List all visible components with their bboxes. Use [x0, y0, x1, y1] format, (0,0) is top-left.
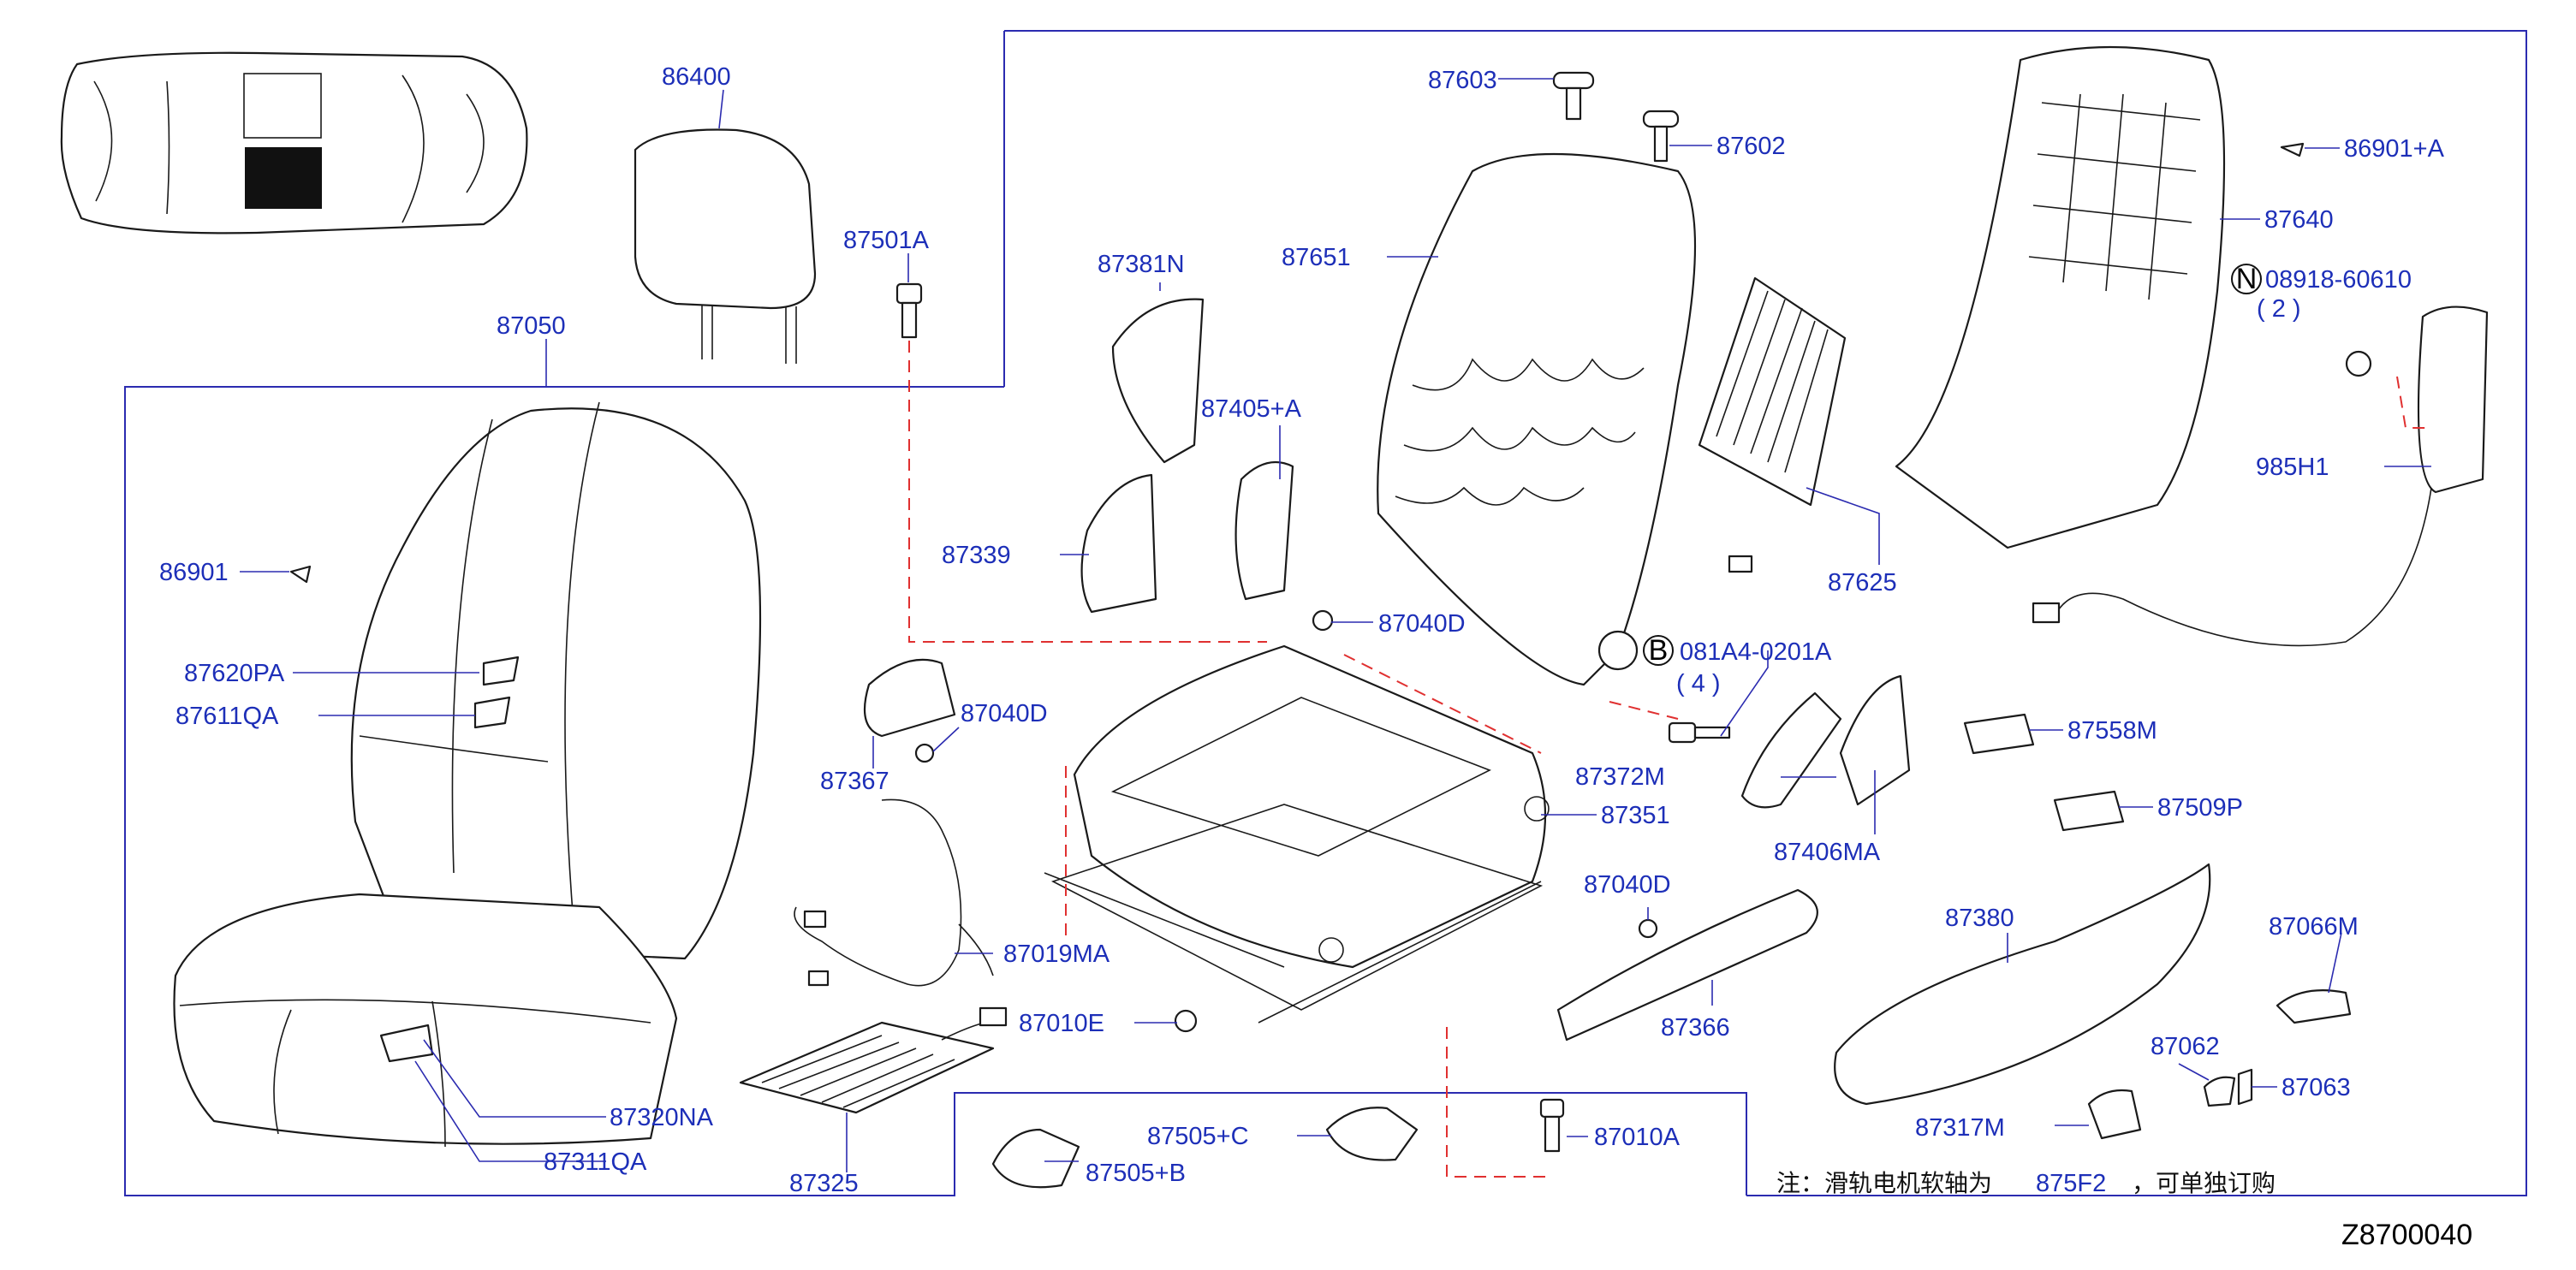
label-87381n: 87381N — [1098, 251, 1185, 278]
knob-87317m-icon — [2087, 1089, 2142, 1140]
leader-lines — [240, 78, 2431, 1172]
label-87320na: 87320NA — [610, 1104, 714, 1131]
label-87325: 87325 — [789, 1170, 859, 1197]
label-081a4-qty: ( 4 ) — [1676, 670, 1721, 697]
nut-87040d-b-icon — [1312, 609, 1334, 632]
label-87505b: 87505+B — [1086, 1160, 1186, 1187]
svg-text:N: N — [2236, 263, 2258, 295]
label-87372m: 87372M — [1575, 763, 1665, 791]
label-87050: 87050 — [497, 312, 566, 340]
headrest-icon — [634, 128, 817, 364]
label-86901a: 86901+A — [2344, 135, 2445, 163]
bolt-87603-icon — [1552, 71, 1595, 121]
back-heater-icon — [1698, 276, 1847, 573]
nut-87040d-c-icon — [1638, 918, 1658, 939]
knob-87062-icon — [2203, 1076, 2236, 1107]
seat-cushion-icon — [173, 893, 678, 1148]
tag-87620pa-icon — [482, 656, 520, 686]
seat-frame-icon — [1044, 644, 1550, 1024]
trim-87366-icon — [1556, 888, 1818, 1042]
label-87651: 87651 — [1282, 244, 1351, 271]
badge-b: B — [1643, 634, 1674, 667]
bolt-87010a-icon — [1539, 1098, 1565, 1153]
bolt-081a4-icon — [1668, 721, 1731, 744]
label-87640: 87640 — [2264, 206, 2334, 234]
label-87066m: 87066M — [2269, 913, 2359, 941]
label-87620pa: 87620PA — [184, 660, 285, 687]
cover-87339-icon — [1080, 473, 1157, 614]
clip-87505c-icon — [1325, 1107, 1419, 1161]
label-87351: 87351 — [1601, 802, 1670, 829]
cover-87381n-icon — [1111, 298, 1205, 464]
label-87063: 87063 — [2282, 1074, 2351, 1101]
label-87062: 87062 — [2151, 1033, 2220, 1060]
car-top-view-icon — [60, 51, 528, 234]
seat-back-cover-icon — [350, 401, 762, 960]
label-87611qa: 87611QA — [176, 703, 279, 730]
label-87367: 87367 — [820, 768, 889, 795]
switch-985h1-icon — [2032, 306, 2489, 647]
label-87317m: 87317M — [1915, 1114, 2005, 1142]
label-87509p: 87509P — [2157, 794, 2243, 822]
svg-text:B: B — [1649, 634, 1669, 667]
svg-text:，可单独订购: ，可单独订购 — [2132, 1169, 2276, 1197]
label-87040d-a: 87040D — [961, 700, 1048, 727]
label-87558m: 87558M — [2067, 717, 2157, 745]
label-08918: 08918-60610 — [2265, 266, 2412, 294]
bracket-87372m-icon — [1740, 691, 1842, 809]
label-87010e: 87010E — [1019, 1010, 1104, 1037]
label-87603: 87603 — [1428, 67, 1497, 94]
svg-text:注：滑轨电机软轴为: 注：滑轨电机软轴为 — [1776, 1169, 1992, 1197]
part-labels: 86400 87501A 87050 86901 87620PA 87611QA… — [159, 63, 2445, 1197]
label-87405a: 87405+A — [1201, 395, 1302, 423]
clip-87558m-icon — [1963, 713, 2035, 755]
clip-icon — [289, 565, 312, 584]
diagram-code: Z8700040 — [2341, 1219, 2472, 1251]
wire-harness-icon — [794, 798, 994, 987]
trim-87380-icon — [1834, 863, 2211, 1106]
label-86901: 86901 — [159, 559, 229, 586]
label-87010a: 87010A — [1594, 1124, 1681, 1151]
label-87505c: 87505+C — [1147, 1123, 1249, 1150]
label-87625: 87625 — [1828, 569, 1897, 596]
frame-lines — [124, 30, 2527, 1196]
label-08918-qty: ( 2 ) — [2257, 295, 2301, 323]
svg-text:875F2: 875F2 — [2036, 1170, 2106, 1197]
badge-n: N — [2231, 263, 2262, 295]
label-87311qa: 87311QA — [544, 1148, 647, 1176]
label-87040d-b: 87040D — [1378, 610, 1466, 638]
label-87406ma: 87406MA — [1774, 839, 1881, 866]
clip-87505b-icon — [991, 1128, 1080, 1189]
reference-dashes — [908, 341, 2431, 1178]
footnote: 注：滑轨电机软轴为 875F2 ，可单独订购 — [1776, 1169, 2276, 1197]
label-87380: 87380 — [1945, 905, 2014, 932]
label-87366: 87366 — [1661, 1014, 1730, 1042]
knob-87063-icon — [2237, 1068, 2253, 1106]
label-87019ma: 87019MA — [1003, 941, 1110, 968]
label-87602: 87602 — [1716, 133, 1786, 160]
label-86400: 86400 — [662, 63, 731, 91]
label-081a4: 081A4-0201A — [1680, 638, 1832, 666]
label-87040d-c: 87040D — [1584, 871, 1671, 899]
label-985h1: 985H1 — [2256, 454, 2329, 481]
bolt-icon — [895, 282, 923, 339]
switch-87066m-icon — [2276, 989, 2352, 1024]
bolt-87602-icon — [1642, 110, 1680, 163]
cover-87405a-icon — [1234, 460, 1294, 601]
tag-87611qa-icon — [473, 696, 511, 729]
seat-back-frame-icon — [1377, 152, 1697, 686]
nut-87040d-a-icon — [914, 743, 935, 763]
heater-mat-icon — [739, 1006, 1008, 1114]
clip-87010e-icon — [1174, 1009, 1198, 1033]
clip-86901a-icon — [2280, 142, 2305, 157]
nut-08918-icon — [2345, 350, 2372, 377]
bracket-87367-icon — [863, 658, 956, 738]
label-87501a: 87501A — [843, 227, 930, 254]
clip-87509p-icon — [2053, 790, 2125, 832]
bracket-87406ma-icon — [1839, 674, 1911, 806]
back-board-icon — [1895, 45, 2226, 549]
label-87339: 87339 — [942, 542, 1011, 569]
